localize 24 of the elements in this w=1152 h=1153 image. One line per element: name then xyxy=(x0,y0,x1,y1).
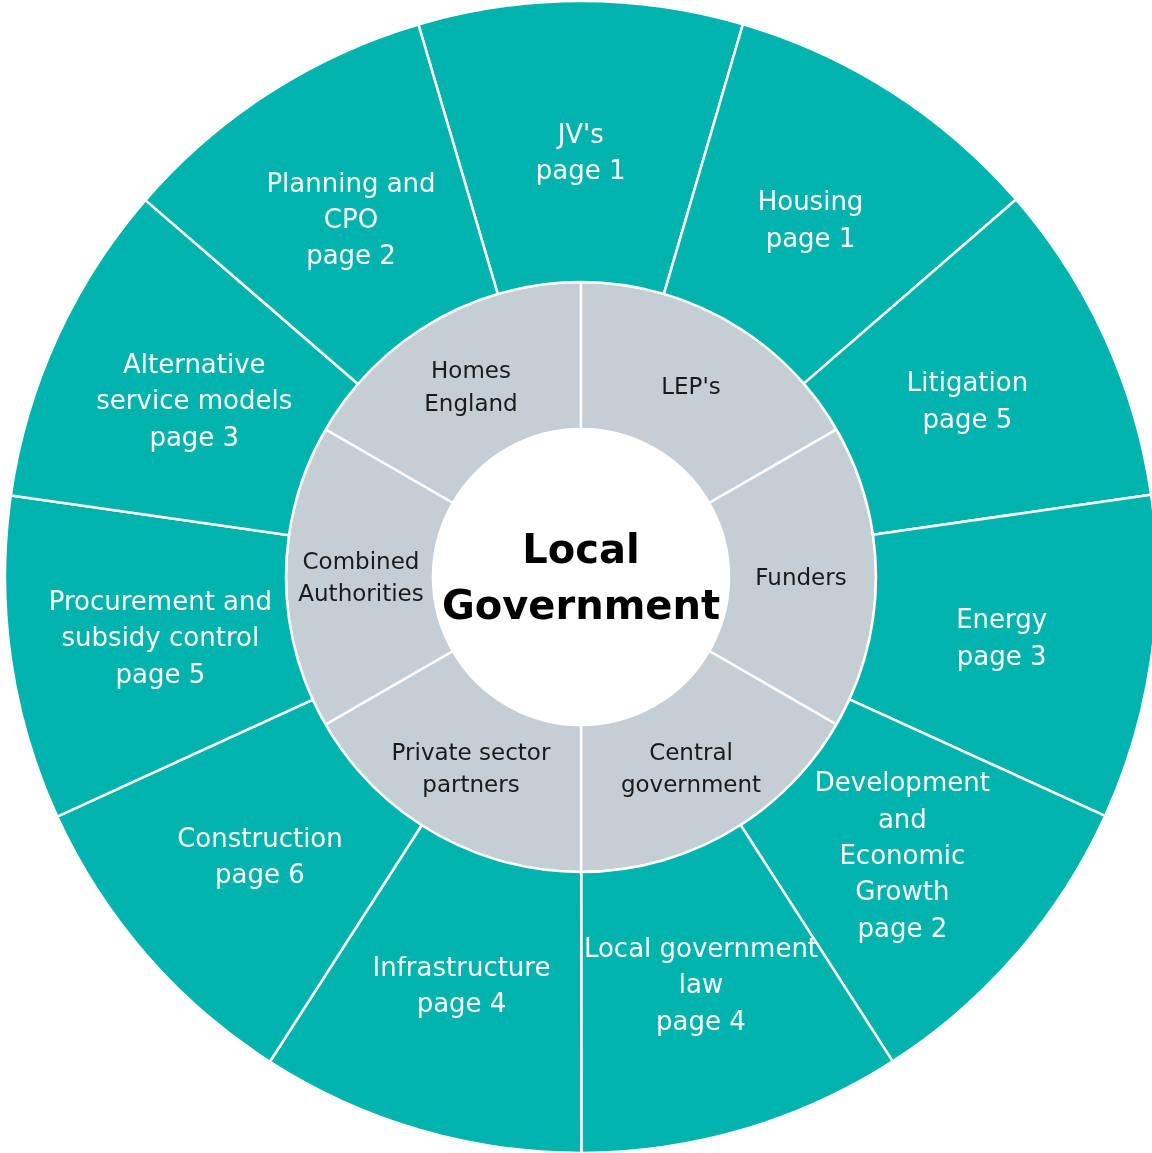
page-reference: page 4 xyxy=(656,1004,746,1038)
page-reference: page 2 xyxy=(857,911,948,945)
segment-label: Funders xyxy=(755,562,847,592)
page-reference: page 4 xyxy=(416,986,507,1020)
page-reference: page 2 xyxy=(306,239,396,273)
page-reference: page 1 xyxy=(535,154,626,187)
topic-title: Housing xyxy=(757,184,864,218)
segment-label: Central government xyxy=(619,737,763,799)
page-reference: page 5 xyxy=(115,657,206,691)
segment-label: Combined Authorities xyxy=(297,546,425,608)
segment-label: Homes England xyxy=(423,356,519,418)
segment-label: Private sector partners xyxy=(391,737,551,799)
topic-title: Energy xyxy=(956,602,1048,636)
page-reference: page 1 xyxy=(765,221,856,255)
page-reference: page 3 xyxy=(149,420,240,454)
page-reference: page 6 xyxy=(215,857,305,891)
page-reference: page 3 xyxy=(956,639,1047,673)
topic-title: Infrastructure xyxy=(372,950,551,984)
topic-title: Litigation xyxy=(906,365,1029,399)
segment-label: LEP's xyxy=(661,372,721,402)
page-reference: page 5 xyxy=(922,402,1013,436)
topic-title: Construction xyxy=(177,821,343,855)
topic-title: JV's xyxy=(557,117,604,151)
center-title: Local Government xyxy=(440,525,722,630)
